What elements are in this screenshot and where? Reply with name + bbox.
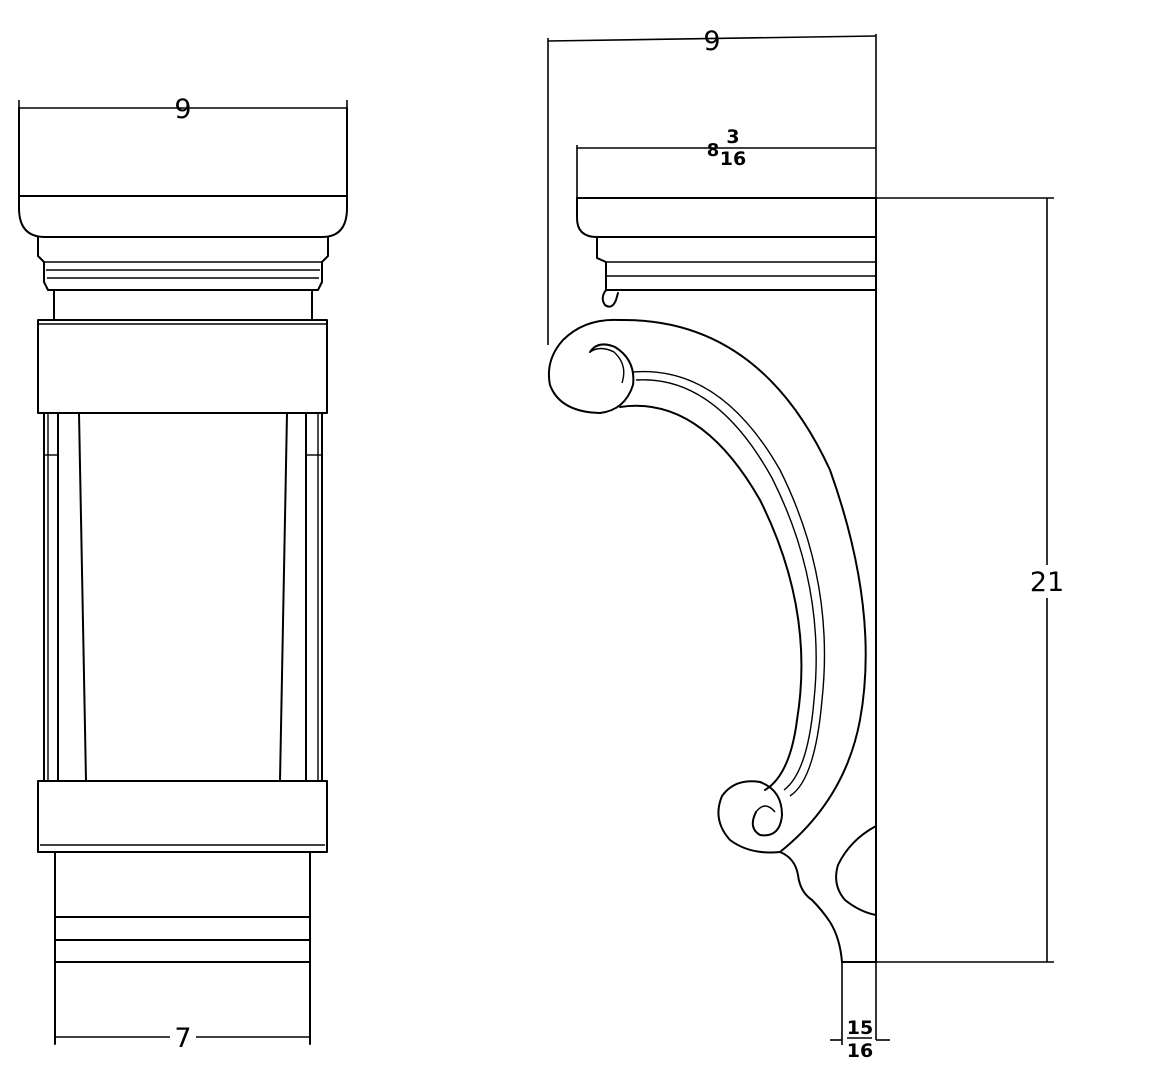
side-outer-curve [619, 318, 867, 853]
front-cap [18, 107, 348, 238]
front-base [54, 851, 311, 1045]
side-height-label: 21 [1030, 567, 1064, 598]
side-inner-curve [619, 404, 803, 791]
side-foot-dimension [830, 1037, 890, 1041]
side-cap [576, 197, 877, 238]
front-view: 9 [18, 94, 348, 1054]
side-upper-scroll [547, 318, 635, 414]
side-foot-denominator: 16 [847, 1040, 873, 1062]
front-top-width-label: 9 [174, 94, 191, 125]
side-depth-label: 9 [703, 26, 720, 57]
side-cap-depth-denominator: 16 [720, 148, 746, 170]
side-cap-depth-whole: 8 [707, 140, 720, 161]
side-view: 9 8 3 16 [547, 26, 1064, 1062]
side-cap-depth-numerator: 3 [726, 126, 739, 148]
side-cap-depth-dimension [576, 145, 876, 198]
side-foot-numerator: 15 [847, 1017, 873, 1039]
front-cap-moulding [37, 236, 329, 321]
front-left-pillar [43, 412, 87, 782]
front-upper-band [37, 319, 328, 414]
side-depth-dimension [547, 34, 877, 1040]
side-lower-scroll [717, 780, 783, 854]
front-lower-band [37, 780, 328, 853]
side-height-dimension [876, 197, 1054, 963]
front-bottom-width-label: 7 [174, 1023, 191, 1054]
side-foot-profile [779, 851, 843, 963]
front-right-pillar [279, 412, 323, 782]
